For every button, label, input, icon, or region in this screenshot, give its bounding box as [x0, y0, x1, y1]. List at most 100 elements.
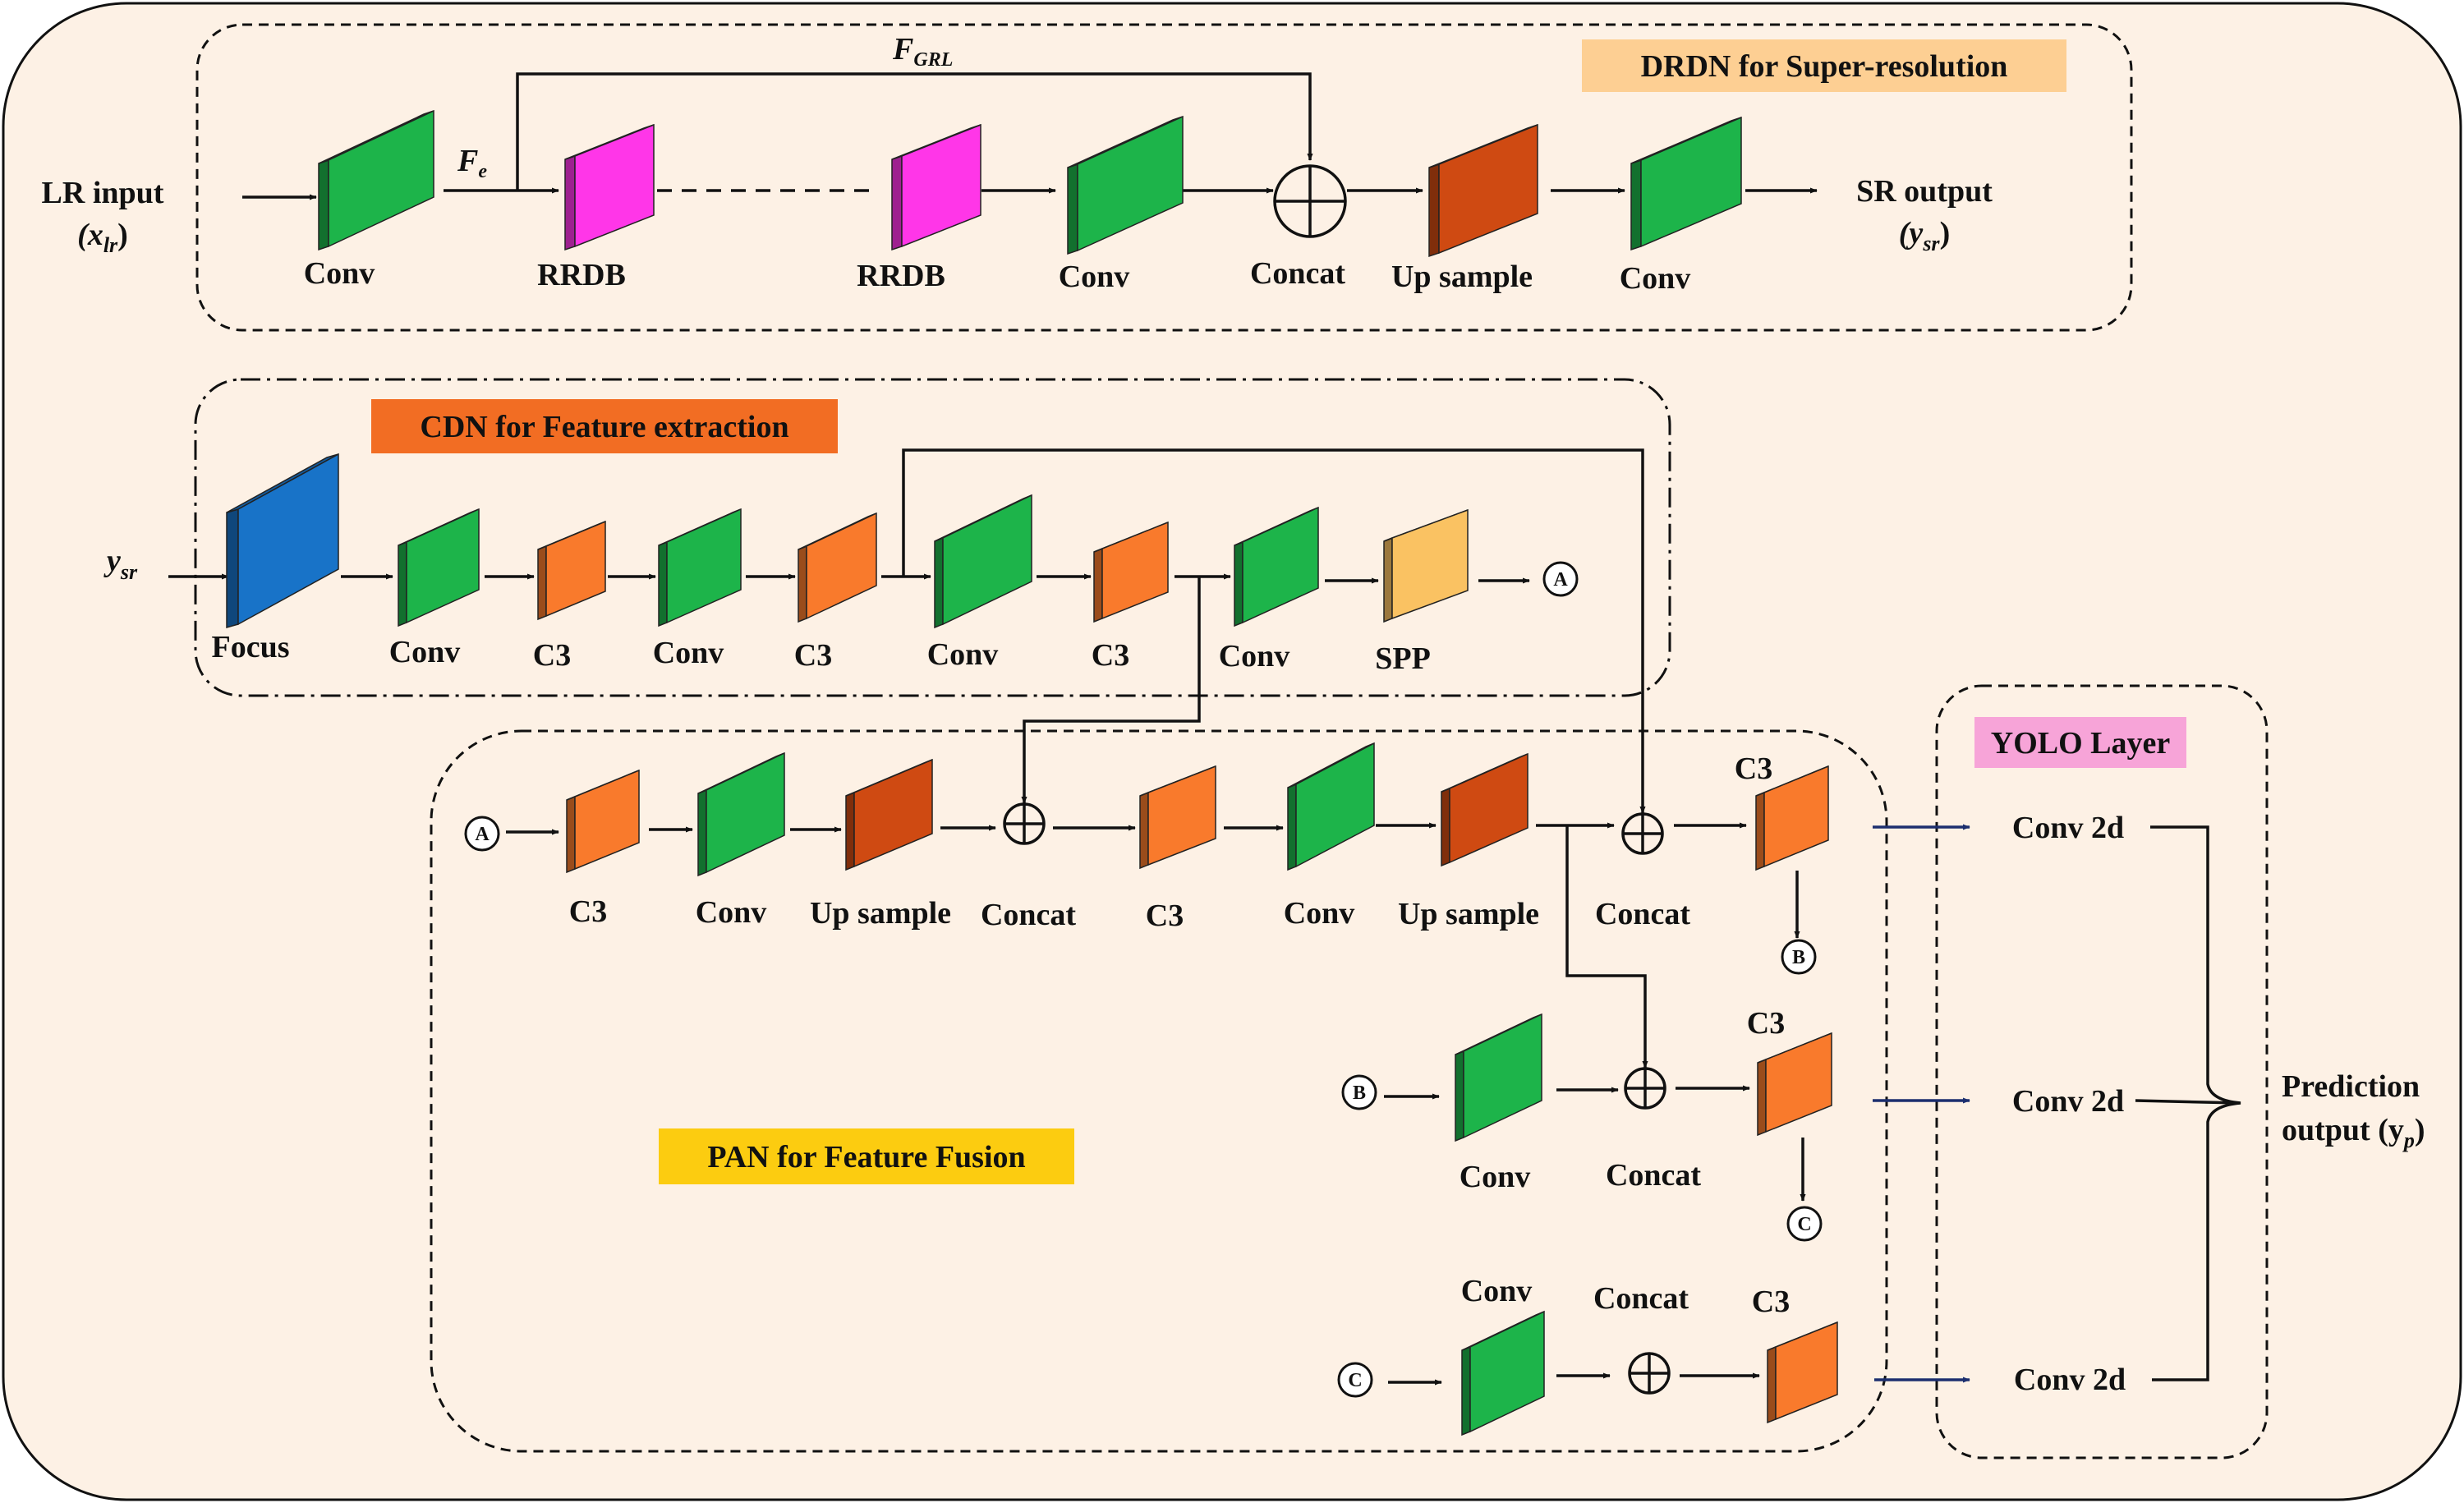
pan-label-conv: Conv — [1461, 1274, 1533, 1308]
svg-text:C: C — [1797, 1214, 1811, 1235]
connector-a: A — [1542, 561, 1579, 597]
svg-text:(ysr): (ysr) — [1899, 216, 1950, 255]
focus-block — [226, 453, 339, 628]
cdn-title: CDN for Feature extraction — [371, 399, 838, 453]
svg-text:YOLO Layer: YOLO Layer — [1991, 726, 2171, 761]
c3-block — [566, 769, 640, 874]
svg-text:C: C — [1348, 1370, 1362, 1391]
connector-c: C — [1786, 1206, 1823, 1242]
drdn-label-conv: Conv — [1620, 261, 1691, 296]
svg-text:ysr: ysr — [103, 544, 138, 584]
c3-block — [1757, 1032, 1832, 1137]
c3-block — [1767, 1321, 1838, 1424]
skip-connection — [1021, 577, 1201, 804]
svg-text:LR input: LR input — [42, 176, 164, 210]
conv-block — [1630, 116, 1742, 251]
pan-label-c3: C3 — [1735, 752, 1772, 786]
conv-block — [934, 494, 1032, 629]
yolo-frame — [1935, 684, 2269, 1459]
ysr-input-label: ysr — [103, 544, 138, 584]
pan-label-c3: C3 — [569, 894, 607, 929]
cdn-label-c3: C3 — [1092, 638, 1129, 673]
pan-label-upsample: Up sample — [1398, 897, 1539, 931]
pan-label-conv: Conv — [696, 895, 767, 930]
concat-node — [1624, 1067, 1666, 1110]
conv-block — [1461, 1310, 1545, 1436]
svg-text:A: A — [1553, 569, 1568, 591]
cdn-label-conv: Conv — [653, 636, 724, 670]
c3-block — [1093, 521, 1169, 623]
pan-label-upsample: Up sample — [810, 896, 951, 931]
pan-title: PAN for Feature Fusion — [659, 1128, 1074, 1184]
rrdb-block — [564, 123, 655, 251]
svg-text:SR output: SR output — [1856, 174, 1993, 209]
svg-text:B: B — [1353, 1082, 1366, 1104]
concat-node — [1621, 812, 1664, 855]
conv-block — [1067, 115, 1184, 255]
svg-text:Fe: Fe — [457, 144, 487, 182]
pan-label-c3: C3 — [1146, 899, 1184, 933]
yolo-conv2d-2: Conv 2d — [2012, 1084, 2124, 1119]
svg-text:A: A — [475, 824, 490, 845]
connector-b: B — [1781, 939, 1817, 975]
conv-block — [658, 508, 742, 627]
cdn-label-focus: Focus — [212, 630, 290, 664]
drdn-label-upsample: Up sample — [1391, 260, 1533, 294]
conv-block — [697, 752, 785, 877]
svg-text:B: B — [1792, 947, 1805, 968]
branch-connection — [1565, 825, 1648, 1069]
drdn-label-conv: Conv — [304, 256, 375, 291]
pan-label-concat: Concat — [1593, 1281, 1689, 1316]
spp-block — [1383, 508, 1469, 623]
upsample-block — [845, 758, 933, 871]
svg-text:CDN for Feature extraction: CDN for Feature extraction — [420, 410, 788, 444]
connector-a: A — [464, 816, 500, 852]
cdn-label-conv: Conv — [1219, 639, 1290, 673]
yolo-title: YOLO Layer — [1974, 717, 2186, 768]
conv-block — [1234, 506, 1319, 627]
svg-text:DRDN for Super-resolution: DRDN for Super-resolution — [1641, 49, 2008, 84]
lr-input-label: LR input (xlr) — [42, 176, 164, 257]
pan-label-concat: Concat — [1606, 1158, 1701, 1193]
c3-block — [798, 512, 877, 623]
svg-text:output (yp): output (yp) — [2282, 1113, 2425, 1152]
upsample-block — [1441, 752, 1529, 867]
concat-node — [1273, 164, 1347, 238]
pan-label-c3: C3 — [1752, 1285, 1790, 1319]
pan-label-conv: Conv — [1284, 896, 1355, 931]
rrdb-block — [891, 123, 981, 251]
yolo-merge-bracket — [2135, 825, 2241, 1381]
yolo-conv2d-3: Conv 2d — [2014, 1363, 2126, 1397]
cdn-label-conv: Conv — [927, 637, 999, 672]
svg-text:Prediction: Prediction — [2282, 1069, 2420, 1104]
c3-block — [537, 520, 606, 621]
svg-text:FGRL: FGRL — [892, 32, 953, 71]
c3-block — [1139, 765, 1216, 870]
prediction-output-label: Prediction output (yp) — [2282, 1069, 2425, 1152]
drdn-label-conv: Conv — [1059, 260, 1130, 294]
pan-label-conv: Conv — [1460, 1160, 1531, 1194]
connector-b: B — [1341, 1074, 1377, 1110]
drdn-frame — [195, 23, 2133, 332]
connector-c: C — [1337, 1362, 1373, 1398]
drdn-label-concat: Concat — [1250, 256, 1345, 291]
skip-connection — [902, 448, 1646, 814]
pan-label-concat: Concat — [1595, 897, 1690, 931]
conv-block — [398, 508, 480, 627]
drdn-title: DRDN for Super-resolution — [1582, 39, 2066, 92]
conv-block — [1287, 742, 1375, 871]
cdn-label-conv: Conv — [389, 635, 461, 669]
fe-label: Fe — [457, 144, 487, 182]
upsample-block — [1428, 123, 1538, 258]
cdn-label-spp: SPP — [1375, 641, 1431, 676]
drdn-label-rrdb: RRDB — [537, 258, 626, 292]
drdn-label-rrdb: RRDB — [857, 259, 945, 293]
c3-block — [1755, 765, 1829, 871]
conv-block — [318, 109, 434, 251]
sr-output-label: SR output (ysr) — [1856, 174, 1993, 255]
pan-label-concat: Concat — [981, 898, 1076, 932]
fgrl-label: FGRL — [892, 32, 953, 71]
yolo-conv2d-1: Conv 2d — [2012, 811, 2124, 845]
